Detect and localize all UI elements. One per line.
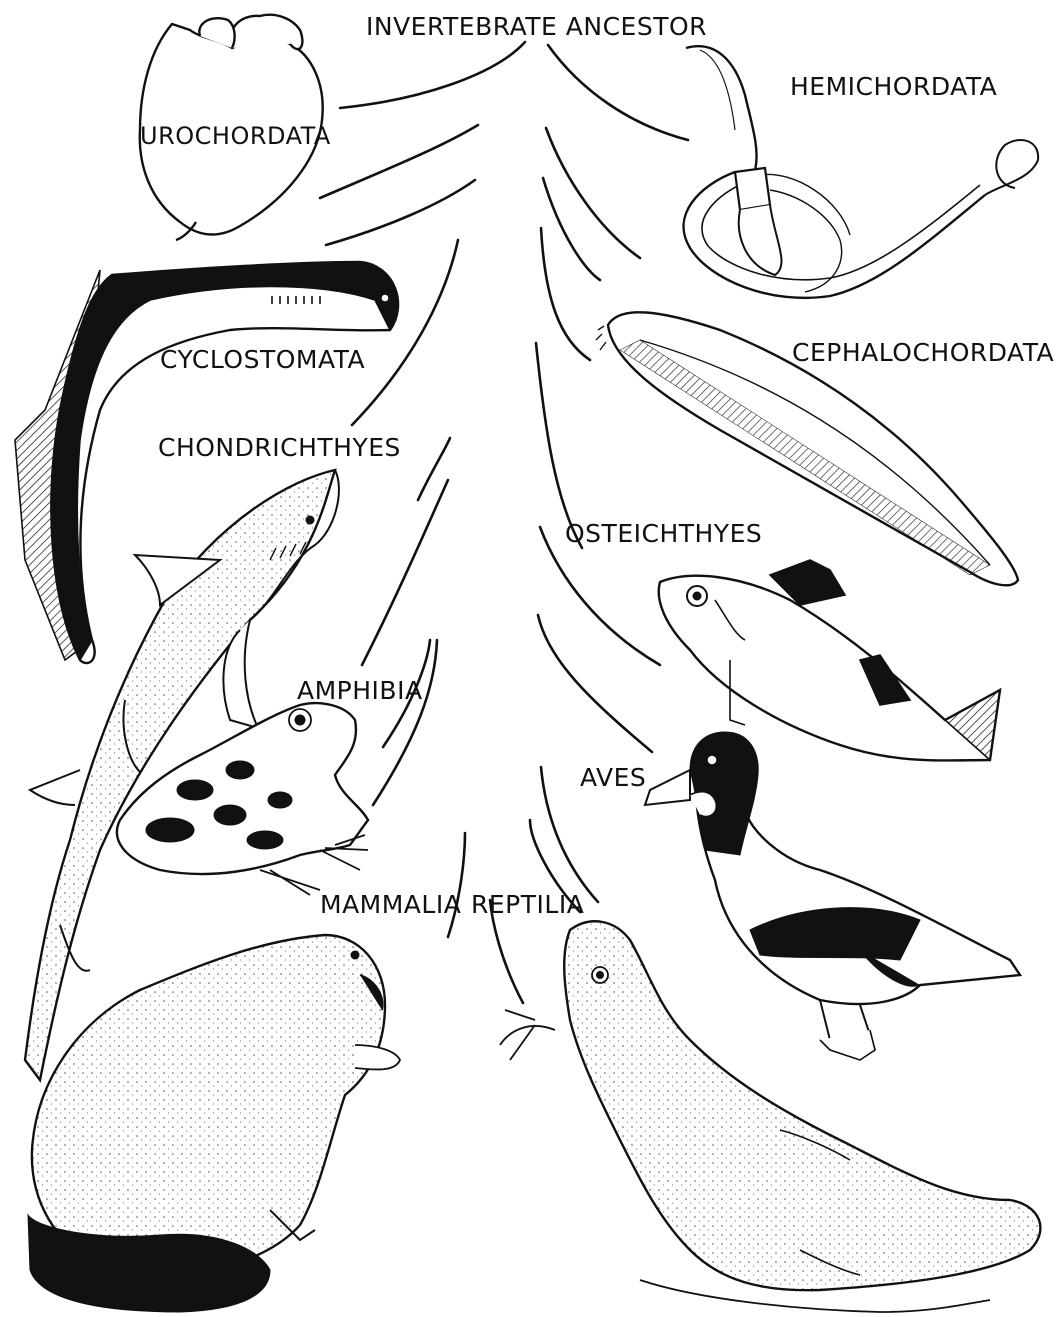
branch-amphibia-line-1	[418, 438, 450, 500]
branch-mammalia-line-3	[448, 833, 465, 937]
osteichthyes-drawing	[659, 560, 1000, 761]
label-amphibia: AMPHIBIA	[297, 678, 423, 703]
label-cephalochordata: CEPHALOCHORDATA	[792, 340, 1054, 365]
mammalia-drawing	[28, 935, 400, 1312]
branch-cephalo-line-1	[546, 128, 640, 258]
label-root: INVERTEBRATE ANCESTOR	[366, 14, 707, 39]
branch-cyclostomata-line-1	[320, 125, 478, 198]
branch-amphibia-line-2	[362, 480, 448, 665]
label-reptilia: REPTILIA	[471, 892, 584, 917]
label-aves: AVES	[580, 765, 646, 790]
label-osteichthyes: OSTEICHTHYES	[565, 521, 762, 546]
label-cyclostomata: CYCLOSTOMATA	[160, 347, 365, 372]
gill-pores	[272, 296, 320, 304]
branch-mammalia-line-2	[373, 640, 437, 805]
label-mammalia: MAMMALIA	[320, 892, 461, 917]
label-hemichordata: HEMICHORDATA	[790, 74, 997, 99]
branch-osteichthyes-line-1	[541, 228, 590, 360]
branch-cyclostomata-line-2	[326, 180, 475, 245]
branch-aves-line-2	[538, 615, 652, 752]
branch-hemichordata-line	[548, 45, 688, 140]
label-chondrichthyes: CHONDRICHTHYES	[158, 435, 401, 460]
branch-osteichthyes-line-2	[536, 343, 582, 548]
aves-drawing	[645, 732, 1020, 1060]
label-urochordata: UROCHORDATA	[140, 124, 331, 148]
branch-urochordata-line	[340, 42, 525, 108]
branch-cephalo-line-2	[543, 178, 600, 280]
